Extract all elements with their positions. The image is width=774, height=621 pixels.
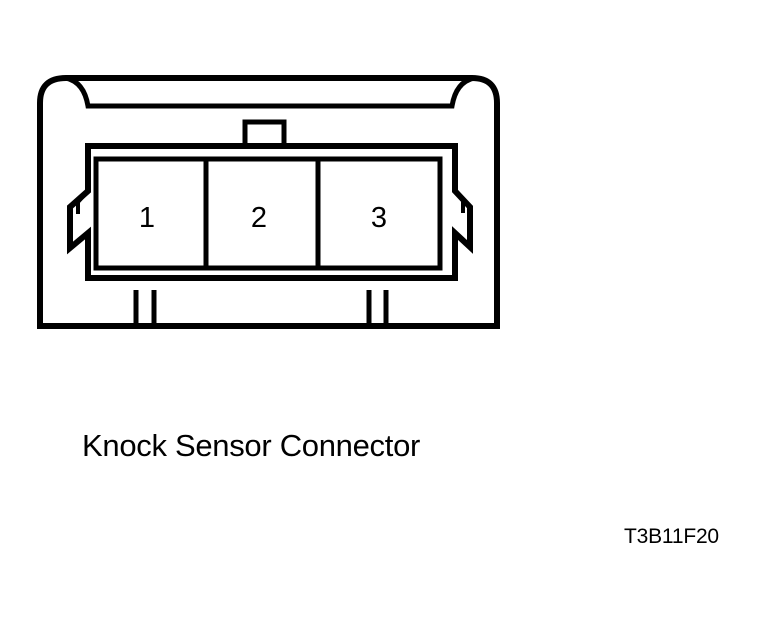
connector-housing-outline <box>37 75 500 329</box>
diagram-caption: Knock Sensor Connector <box>82 428 421 463</box>
pin-label-2: 2 <box>251 202 267 234</box>
pin-label-1: 1 <box>139 202 155 234</box>
right-side-catch <box>453 189 465 242</box>
pin-label-3: 3 <box>371 202 387 234</box>
housing-top-rail <box>65 75 475 109</box>
terminal-cavity-outline <box>93 156 443 271</box>
latch-tab <box>242 119 287 146</box>
terminal-frame <box>67 143 473 281</box>
figure-code: T3B11F20 <box>624 525 719 548</box>
left-side-catch <box>76 189 90 243</box>
